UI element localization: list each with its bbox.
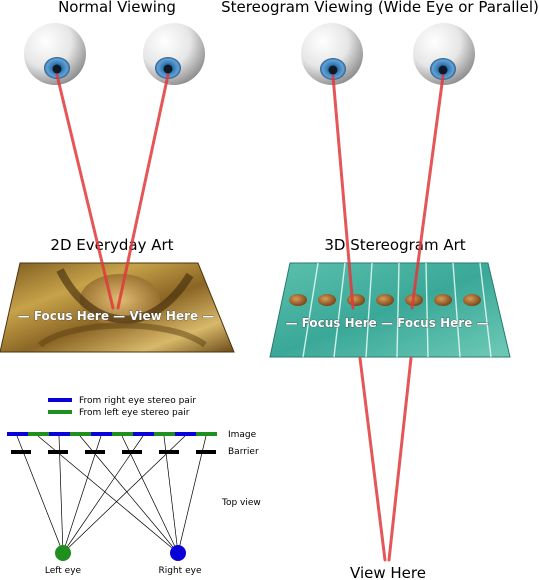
2d-art-label: 2D Everyday Art xyxy=(50,236,173,254)
left-eye-label: Left eye xyxy=(45,566,82,576)
right-eye-dot xyxy=(170,545,186,561)
ray-stereo-left xyxy=(331,74,355,310)
barrier-diagram: From right eye stereo pair From left eye… xyxy=(7,396,261,576)
3d-art-panel: — Focus Here — Focus Here — xyxy=(269,262,511,358)
eyeball-left-stereo xyxy=(301,23,363,85)
image-strip xyxy=(7,432,217,436)
stereogram-stripes xyxy=(302,262,492,358)
2d-art-panel: — Focus Here — View Here — xyxy=(0,262,235,353)
stereo-viewing-heading: Stereogram Viewing (Wide Eye or Parallel… xyxy=(221,0,539,16)
barrier-sight-lines xyxy=(16,435,207,554)
view-here-label: View Here xyxy=(350,564,426,580)
legend-left-label: From left eye stereo pair xyxy=(79,408,190,418)
ray-normal-right xyxy=(116,73,170,310)
eyeball-left-normal xyxy=(24,23,86,85)
barrier-strip xyxy=(11,450,216,454)
ray-converge-right xyxy=(387,356,413,562)
legend-right-swatch xyxy=(48,398,72,402)
eyeball-right-normal xyxy=(143,23,205,85)
sight-rays xyxy=(55,73,445,562)
barrier-label: Barrier xyxy=(228,447,259,457)
ray-converge-left xyxy=(358,356,387,562)
ray-stereo-right xyxy=(410,74,445,310)
right-eye-label: Right eye xyxy=(159,566,202,576)
normal-viewing-heading: Normal Viewing xyxy=(58,0,176,16)
legend-left-swatch xyxy=(48,410,72,414)
3d-art-caption: — Focus Here — Focus Here — xyxy=(285,316,488,330)
eyeball-right-stereo xyxy=(413,23,475,85)
image-label: Image xyxy=(228,430,257,440)
3d-art-label: 3D Stereogram Art xyxy=(324,236,465,254)
top-view-label: Top view xyxy=(221,498,261,508)
ray-normal-left xyxy=(55,73,115,310)
left-eye-dot xyxy=(55,545,71,561)
legend-right-label: From right eye stereo pair xyxy=(79,396,196,406)
2d-art-caption: — Focus Here — View Here — xyxy=(18,309,215,323)
